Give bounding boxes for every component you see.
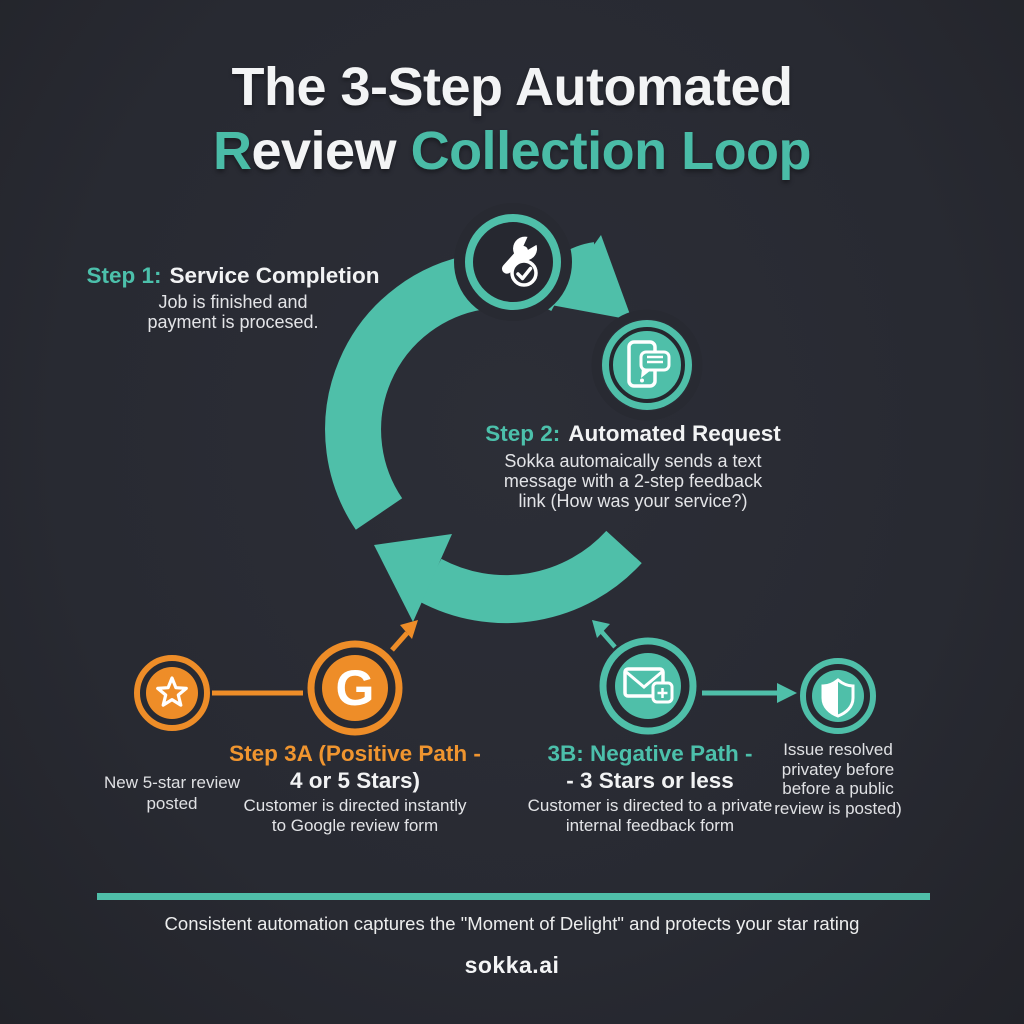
step2-title: Automated Request xyxy=(568,421,781,446)
step3a-body: Customer is directed instantly to Google… xyxy=(243,796,467,835)
page-title-line2: Review Collection Loop xyxy=(0,120,1024,182)
step3b-caption: Issue resolved privatey before before a … xyxy=(774,740,902,818)
step2-heading: Step 2: Automated Request xyxy=(443,421,823,447)
shield-icon xyxy=(800,658,876,734)
step3b-heading-line1: 3B: Negative Path - xyxy=(547,741,753,766)
step2-label: Step 2: xyxy=(485,421,561,446)
loop-arrowhead-top-right xyxy=(551,235,632,320)
step1-body: Job is finished and payment is procesed. xyxy=(147,292,319,332)
loop-arc-bottom xyxy=(418,530,642,624)
step3a-heading-line2: 4 or 5 Stars) xyxy=(289,768,421,793)
envelope-plus-icon xyxy=(599,637,697,735)
step1-heading: Step 1: Service Completion xyxy=(43,263,423,289)
brand-name: sokka.ai xyxy=(464,952,560,978)
step2-body: Sokka automaically sends a text message … xyxy=(503,451,763,511)
step1-title: Service Completion xyxy=(169,263,380,288)
step3b-body: Customer is directed to a private intern… xyxy=(527,796,773,835)
title-accent-r: R xyxy=(212,121,252,181)
google-g-icon xyxy=(307,640,403,736)
star-icon xyxy=(134,655,210,731)
footer-divider xyxy=(97,893,930,900)
step3a-caption: New 5-star review posted xyxy=(103,773,241,813)
step3b-heading-line2: - 3 Stars or less xyxy=(566,768,734,793)
phone-message-icon xyxy=(591,309,703,421)
wrench-check-icon xyxy=(454,203,572,321)
title-white-part: eview xyxy=(251,121,397,181)
loop-arc-left xyxy=(325,254,483,530)
step3a-heading-line1: Step 3A (Positive Path - xyxy=(229,741,481,766)
loop-arrowhead-bottom-left xyxy=(374,534,452,622)
page-title-line1: The 3-Step Automated xyxy=(231,57,793,117)
footer-tagline: Consistent automation captures the "Mome… xyxy=(164,913,860,934)
negative-path-arrow xyxy=(592,620,617,649)
google-g-letter: G xyxy=(335,660,375,716)
title-accent-rest: Collection Loop xyxy=(410,121,812,181)
envelope-to-shield-arrow xyxy=(702,683,797,703)
positive-path-arrow xyxy=(390,620,418,652)
step1-label: Step 1: xyxy=(86,263,162,288)
